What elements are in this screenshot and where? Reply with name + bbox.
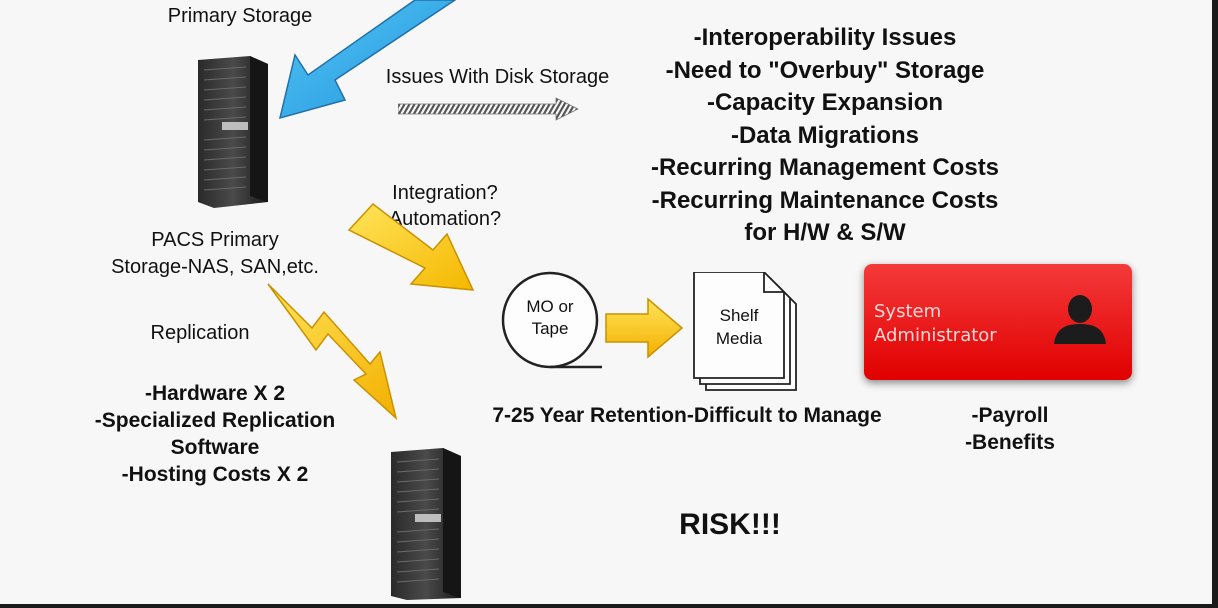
replication-label: Replication [150, 322, 250, 344]
replication-cost-item: -Hosting Costs X 2 [121, 463, 309, 486]
shelf-media-label: Shelf Media [694, 304, 784, 350]
tape-reel-icon [501, 271, 602, 369]
admin-costs-list: -Payroll -Benefits [950, 402, 1070, 456]
yellow-arrow-icon [347, 202, 475, 291]
system-administrator-label-line: System [874, 301, 942, 322]
admin-cost-item: -Payroll [971, 404, 1049, 427]
pacs-label: PACS Primary Storage-NAS, SAN,etc. [85, 227, 345, 281]
striped-arrow-icon [398, 97, 579, 121]
disk-issues-list: -Interoperability Issues -Need to "Overb… [600, 22, 1050, 250]
disk-issue-item: -Capacity Expansion [706, 89, 944, 116]
disk-issue-item: -Data Migrations [730, 121, 919, 149]
shelf-media-label-line: Shelf [719, 306, 759, 325]
lightning-bolt-icon [267, 283, 398, 421]
pacs-label-line: Storage-NAS, SAN,etc. [111, 256, 319, 278]
replication-cost-item: -Specialized Replication [94, 409, 336, 432]
tape-label: MO or Tape [503, 296, 597, 340]
disk-issue-item: -Need to "Overbuy" Storage [665, 56, 985, 84]
system-administrator-label-line: Administrator [874, 325, 997, 346]
retention-label: 7-25 Year Retention-Difficult to Manage [492, 404, 882, 427]
disk-issue-item: -Recurring Maintenance Costs [651, 186, 999, 214]
server-tower-icon [391, 448, 461, 600]
admin-cost-item: -Benefits [965, 431, 1055, 454]
disk-issue-item: -Interoperability Issues [693, 24, 957, 51]
blue-arrow-icon [278, 0, 457, 120]
shelf-media-label-line: Media [715, 329, 763, 348]
system-administrator-box: System Administrator [864, 264, 1132, 380]
primary-storage-label: Primary Storage [167, 5, 313, 27]
risk-label: RISK!!! [679, 508, 781, 541]
person-silhouette-icon [1054, 295, 1106, 344]
right-arrow-icon [605, 297, 684, 359]
disk-issue-item: -Recurring Management Costs [650, 154, 1000, 181]
integration-label: Integration? [392, 182, 498, 204]
replication-costs-list: -Hardware X 2 -Specialized Replication S… [80, 380, 350, 488]
pacs-label-line: PACS Primary [151, 229, 279, 251]
right-edge-border [1212, 0, 1218, 608]
document-stack-icon [693, 272, 797, 391]
server-tower-icon [198, 56, 268, 208]
bottom-edge-border [0, 604, 1218, 608]
disk-issues-label: Issues With Disk Storage [385, 66, 610, 88]
replication-cost-item: Software [170, 436, 260, 459]
disk-issue-item: for H/W & S/W [744, 219, 906, 246]
tape-label-line: MO or [526, 297, 574, 316]
tape-label-line: Tape [531, 319, 569, 338]
integration-labels: Integration? Automation? [360, 180, 530, 232]
replication-cost-item: -Hardware X 2 [144, 382, 286, 405]
system-administrator-label: System Administrator [874, 300, 997, 348]
automation-label: Automation? [388, 208, 502, 230]
